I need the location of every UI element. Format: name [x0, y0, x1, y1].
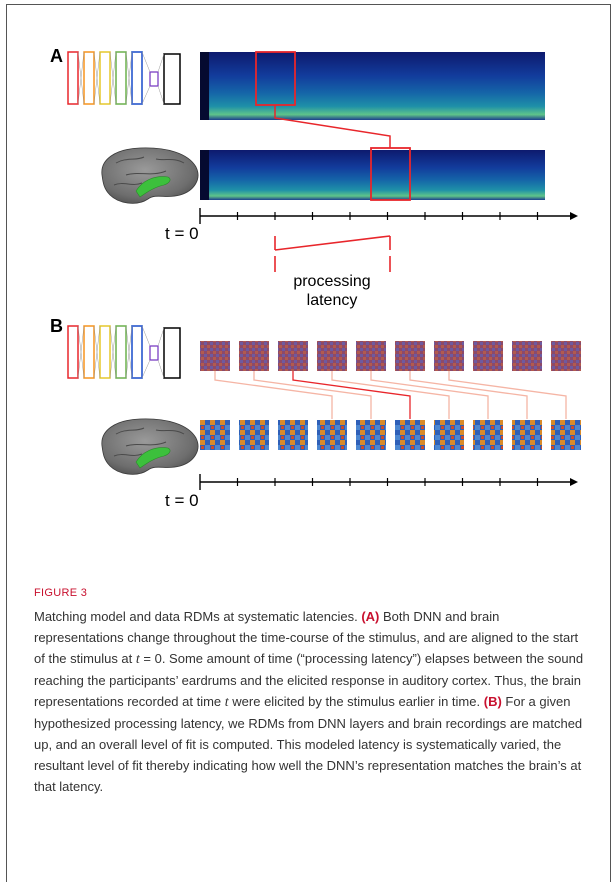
- figure-graphic: [67, 51, 581, 490]
- connection-line: [77, 51, 85, 105]
- caption-b-text: For a given hypothesized processing late…: [34, 694, 583, 794]
- dnn-rdm-row: [200, 341, 581, 371]
- caption-title: Matching model and data RDMs at systemat…: [34, 609, 358, 624]
- caption-a-text-3: were elicited by the stimulus earlier in…: [228, 694, 481, 709]
- brain-rdm: [239, 420, 269, 450]
- latency-bracket: [274, 235, 391, 272]
- brain-rdm: [395, 420, 425, 450]
- layer-box: [149, 345, 159, 361]
- dnn-spectrogram: [200, 52, 545, 120]
- layer-box: [115, 51, 127, 105]
- connection-line: [157, 359, 165, 379]
- layer-box: [99, 325, 111, 379]
- latency-label-line2: latency: [306, 292, 358, 309]
- connection-line: [141, 51, 151, 73]
- latency-label-line1: processing: [293, 273, 371, 290]
- rdm-link: [331, 371, 450, 419]
- brain-highlight-box: [370, 147, 411, 201]
- axis-arrow: [570, 212, 578, 220]
- connection-line: [157, 327, 165, 347]
- brain-rdm-row: [200, 420, 581, 450]
- connection-line: [77, 325, 85, 379]
- brain-rdm: [551, 420, 581, 450]
- connection-line: [93, 325, 101, 379]
- brain-spectrogram: [200, 150, 545, 200]
- layer-box: [131, 325, 143, 379]
- dnn-rdm: [317, 341, 347, 371]
- caption-b-label: (B): [483, 694, 502, 709]
- dnn-rdm: [434, 341, 464, 371]
- dnn-rdm: [512, 341, 542, 371]
- connection-line: [109, 325, 117, 379]
- connection-line: [157, 85, 165, 105]
- layer-box: [67, 51, 79, 105]
- dnn-rdm: [356, 341, 386, 371]
- brain-rdm: [473, 420, 503, 450]
- dnn-rdm: [278, 341, 308, 371]
- connection-line: [157, 53, 165, 73]
- caption-a-text-1: Both DNN and brain representations chang…: [34, 609, 579, 666]
- time-axis-b: [199, 474, 578, 490]
- connection-line: [141, 325, 151, 347]
- caption-a-text-2: = 0. Some amount of time (“processing la…: [34, 651, 584, 709]
- layer-box: [149, 71, 159, 87]
- time-axis-a: [199, 208, 578, 224]
- rdm-link: [292, 371, 411, 419]
- dnn-rdm: [200, 341, 230, 371]
- latency-label: processing latency: [272, 272, 392, 310]
- connection-line: [125, 51, 133, 105]
- dnn-rdm: [551, 341, 581, 371]
- layer-box: [131, 325, 143, 379]
- rdm-link: [253, 371, 372, 419]
- connection-line: [109, 51, 117, 105]
- figure-frame: [6, 4, 611, 882]
- output-box: [163, 53, 181, 105]
- layer-box: [131, 51, 143, 105]
- connection-line: [141, 85, 151, 105]
- layer-box: [131, 51, 143, 105]
- axis-arrow: [570, 478, 578, 486]
- brain-a: [101, 147, 199, 204]
- dnn-diagram-b: [67, 325, 181, 379]
- connection-line: [141, 359, 151, 379]
- brain-b: [101, 418, 199, 475]
- brain-rdm: [356, 420, 386, 450]
- panel-a-label: A: [50, 46, 63, 66]
- layer-box: [67, 325, 79, 379]
- t0-label-b: t = 0: [165, 491, 199, 510]
- dnn-rdm: [239, 341, 269, 371]
- layer-box: [115, 325, 127, 379]
- figure-caption: Matching model and data RDMs at systemat…: [34, 606, 584, 797]
- highlight-link-line: [274, 105, 391, 148]
- layer-box: [99, 51, 111, 105]
- dnn-rdm: [473, 341, 503, 371]
- connection-line: [93, 51, 101, 105]
- dnn-rdm: [395, 341, 425, 371]
- rdm-link: [370, 371, 489, 419]
- caption-a-t: t: [135, 652, 140, 667]
- brain-rdm: [317, 420, 347, 450]
- brain-rdm: [200, 420, 230, 450]
- output-box: [163, 327, 181, 379]
- figure-number: FIGURE 3: [34, 587, 88, 599]
- rdm-link: [409, 371, 528, 419]
- dnn-diagram-a: [67, 51, 181, 105]
- rdm-link-lines: [214, 371, 567, 419]
- layer-box: [83, 325, 95, 379]
- brain-rdm: [434, 420, 464, 450]
- brain-rdm: [512, 420, 542, 450]
- rdm-link: [448, 371, 567, 419]
- panel-b-label: B: [50, 316, 63, 336]
- layer-box: [83, 51, 95, 105]
- t0-label-a: t = 0: [165, 224, 199, 243]
- brain-rdm: [278, 420, 308, 450]
- caption-a-label: (A): [361, 609, 380, 624]
- connection-line: [125, 325, 133, 379]
- rdm-link: [214, 371, 333, 419]
- caption-a-t2: t: [224, 695, 229, 710]
